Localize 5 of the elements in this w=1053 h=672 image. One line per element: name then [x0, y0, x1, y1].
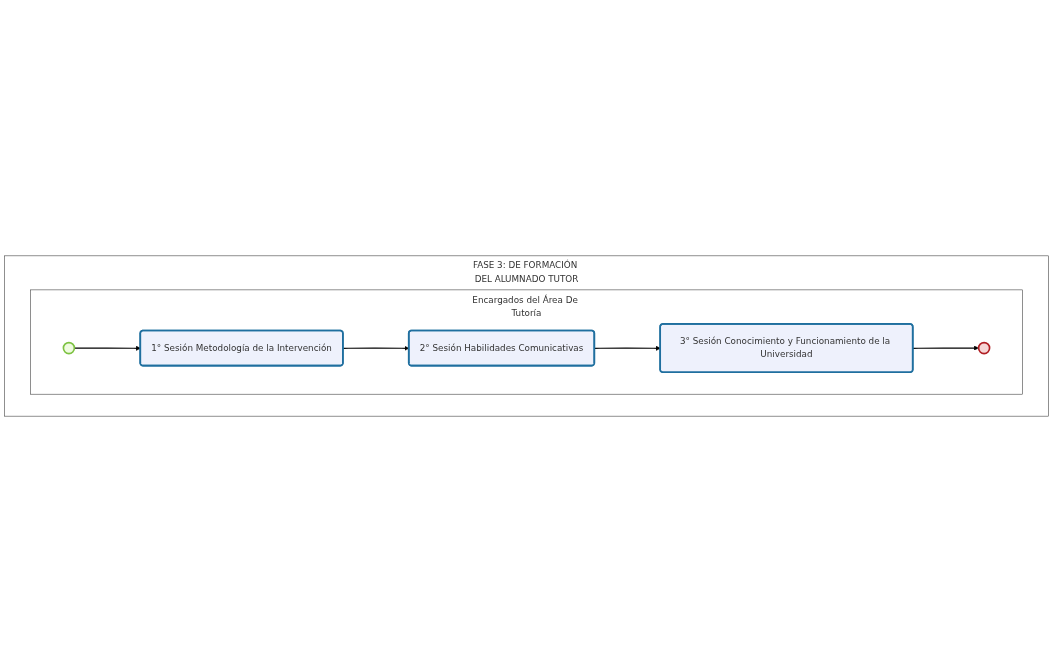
arrow	[594, 345, 661, 351]
arrow	[912, 345, 979, 351]
node-circle	[977, 341, 991, 355]
arrow	[73, 345, 141, 351]
node-circle	[62, 341, 76, 355]
